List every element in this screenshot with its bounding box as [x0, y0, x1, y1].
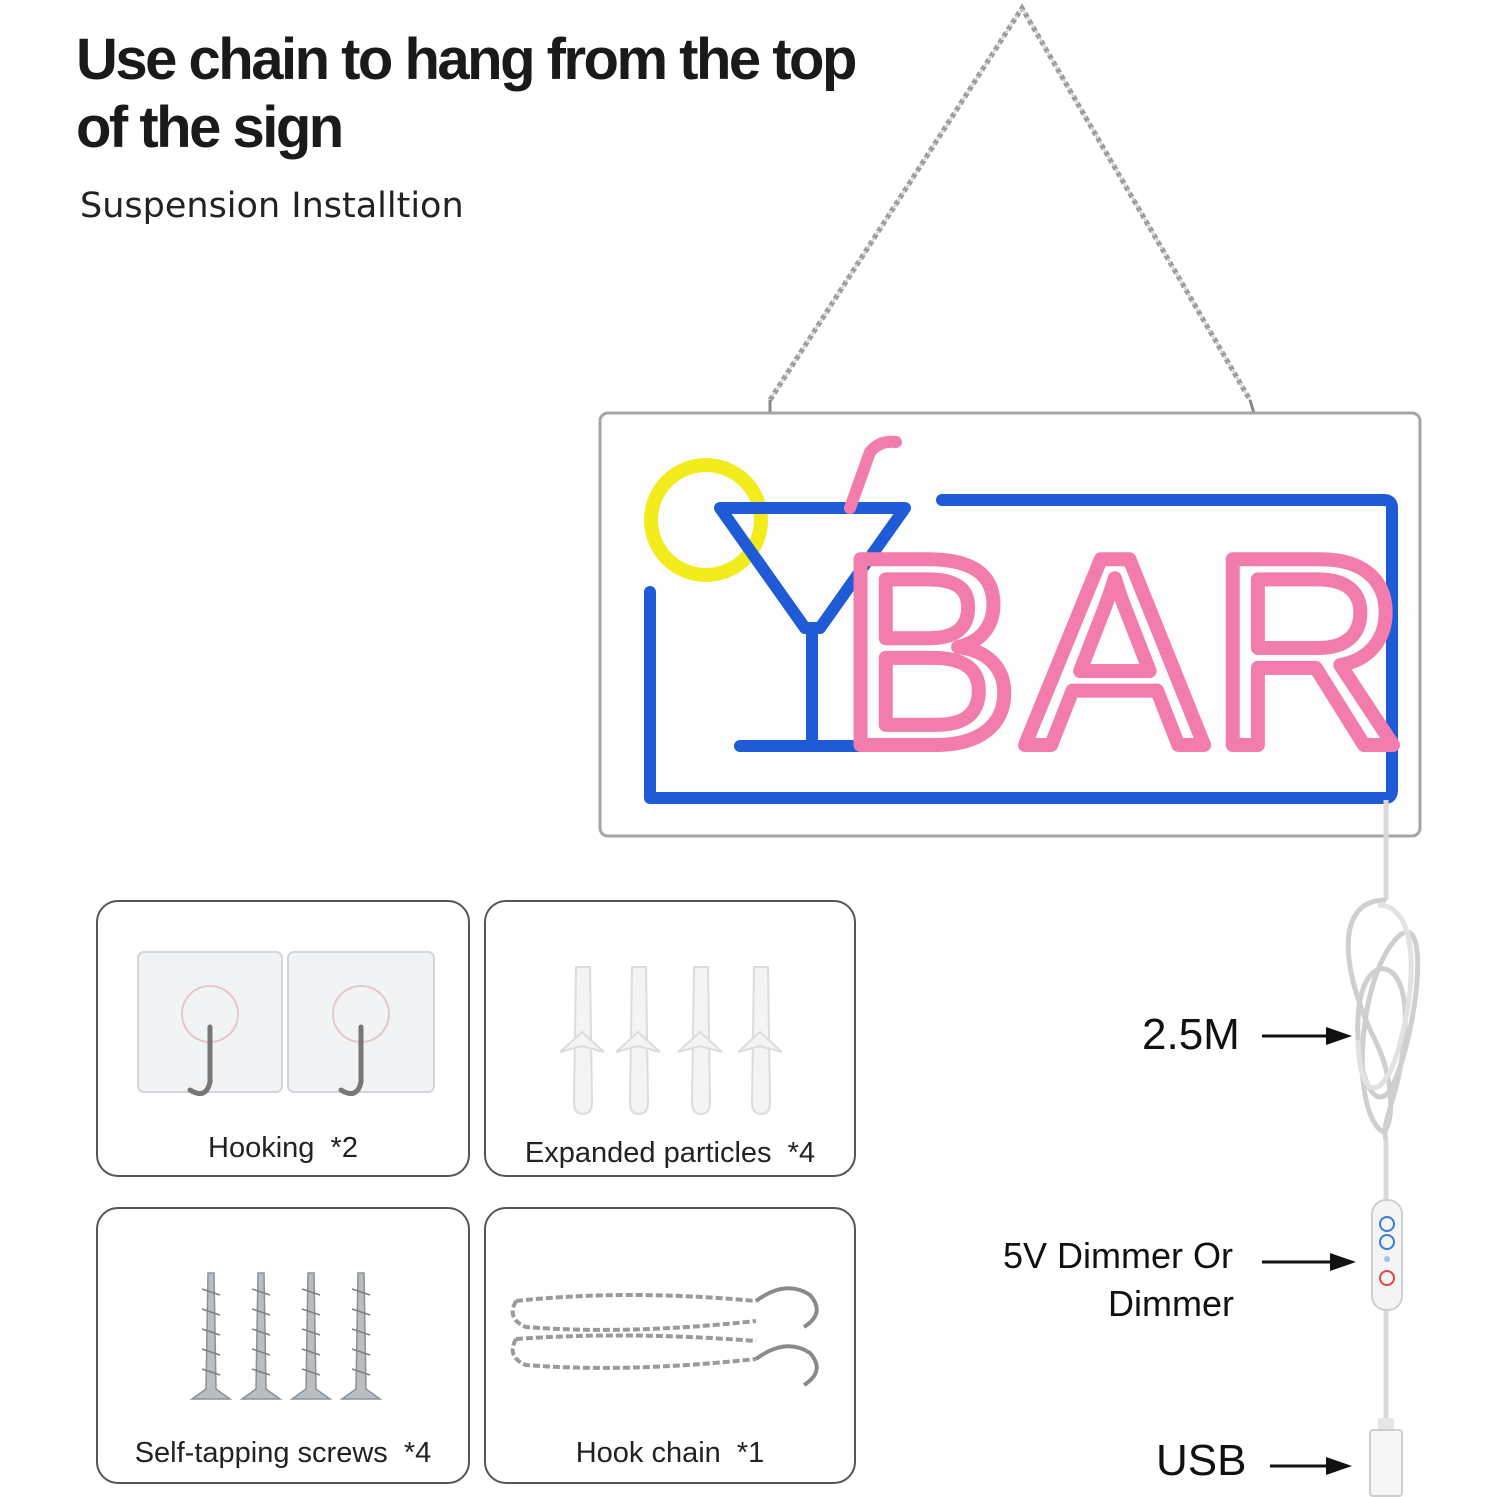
accessory-label: Hooking *2 [208, 1132, 358, 1164]
hanging-chain-icon [759, 3, 1277, 452]
page-title: Use chain to hang from the top of the si… [76, 27, 857, 160]
neon-sign: BAR [644, 435, 1413, 810]
accessory-label: Expanded particles *4 [524, 1137, 816, 1169]
dimmer-label-line2: Dimmer [1108, 1283, 1234, 1324]
dimmer-switch-icon [1371, 1199, 1403, 1311]
usb-plug-icon [1369, 1418, 1403, 1497]
usb-label: USB [1156, 1436, 1247, 1485]
acrylic-panel [598, 411, 1422, 838]
accessory-label: Self-tapping screws *4 [134, 1437, 432, 1469]
sign-text: BAR [838, 502, 1411, 803]
page-subtitle: Suspension Installtion [80, 186, 464, 226]
accessory-card-hook-chain: Hook chain *1 [484, 1207, 856, 1484]
accessory-card-anchors: Expanded particles *4 [484, 900, 856, 1177]
adhesive-hook-icon [137, 951, 435, 1097]
accessory-label: Hook chain *1 [575, 1437, 765, 1469]
accessory-card-screws: Self-tapping screws *4 [96, 1207, 470, 1484]
wall-anchor-icon [559, 966, 783, 1116]
accessory-card-hooks: Hooking *2 [96, 900, 470, 1177]
callout-arrows [1262, 1027, 1356, 1475]
cable-length-label: 2.5M [1142, 1010, 1240, 1059]
power-cable [1345, 800, 1421, 1430]
screw-icon [189, 1272, 383, 1400]
hook-chain-icon [510, 1286, 819, 1387]
dimmer-label-line1: 5V Dimmer Or [1003, 1235, 1234, 1276]
